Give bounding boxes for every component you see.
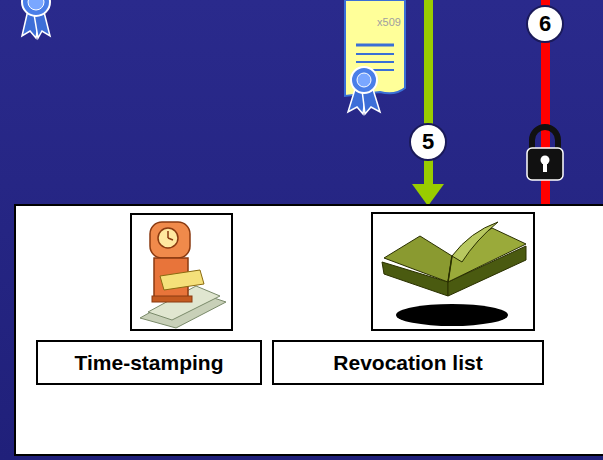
box-label: Revocation list <box>333 351 482 374</box>
callout-circle <box>410 124 446 160</box>
service-box: Revocation list <box>272 340 544 385</box>
service-box: Time-stamping <box>36 340 262 385</box>
certificate-label: x509 <box>372 14 406 30</box>
certificate-icon <box>345 0 405 114</box>
box-label: Time-stamping <box>75 351 224 374</box>
callout-circle <box>527 6 563 42</box>
callout-number: 6 <box>530 9 560 39</box>
picture-frame <box>372 213 534 330</box>
book-icon <box>382 222 526 326</box>
callout-number: 5 <box>413 127 443 157</box>
padlock-icon <box>527 127 563 180</box>
green-arrow <box>412 0 444 206</box>
seal-icon <box>22 0 50 38</box>
picture-frame <box>131 214 232 330</box>
services-panel <box>15 205 603 455</box>
time-clock-icon <box>140 222 226 328</box>
